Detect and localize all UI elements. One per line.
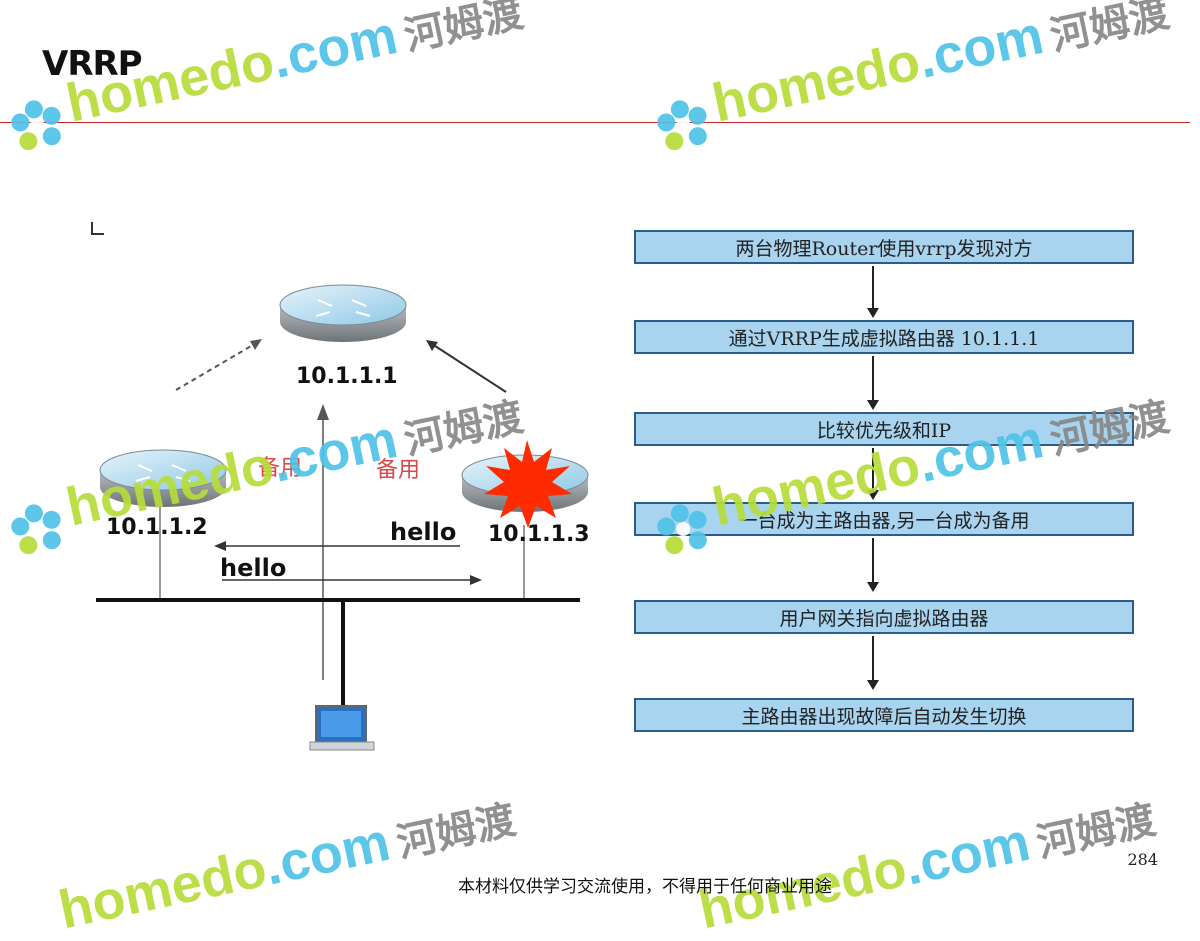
watermark-top-right: homedo.com河姆渡	[646, 0, 1176, 158]
slide-title: VRRP	[42, 44, 143, 84]
solid-arrow-right	[431, 343, 507, 393]
footer-notice: 本材料仅供学习交流使用，不得用于任何商业用途	[458, 877, 832, 897]
page-number: 284	[1127, 850, 1158, 869]
flow-arrow-3	[867, 448, 879, 500]
flow-step-5: 用户网关指向虚拟路由器	[634, 600, 1134, 634]
flow-step-4: 一台成为主路由器,另一台成为备用	[634, 502, 1134, 536]
corner-mark	[91, 222, 104, 235]
flower-logo-icon	[11, 100, 61, 150]
flower-logo-icon	[657, 100, 707, 150]
router-left-icon	[99, 449, 227, 507]
pc-icon	[309, 705, 375, 751]
router-right-ip: 10.1.1.3	[488, 522, 590, 547]
flow-step-2: 通过VRRP生成虚拟路由器 10.1.1.1	[634, 320, 1134, 354]
virtual-router-ip: 10.1.1.1	[296, 364, 398, 389]
vrrp-network-diagram	[91, 222, 589, 751]
flow-step-3: 比较优先级和IP	[634, 412, 1134, 446]
flow-arrow-4	[867, 538, 879, 592]
dashed-arrow-left	[175, 341, 259, 391]
title-rule	[0, 122, 1190, 123]
flow-arrow-2	[867, 356, 879, 410]
hello-label-top: hello	[390, 518, 457, 546]
flower-logo-icon	[657, 504, 707, 554]
virtual-router-icon	[279, 284, 407, 342]
watermark-mid-right: homedo.com河姆渡	[646, 381, 1176, 562]
flower-logo-icon	[11, 504, 61, 554]
flow-step-6: 主路由器出现故障后自动发生切换	[634, 698, 1134, 732]
watermark-mid-left: homedo.com河姆渡	[0, 381, 530, 562]
vrrp-flowchart: 两台物理Router使用vrrp发现对方 通过VRRP生成虚拟路由器 10.1.…	[628, 218, 1148, 738]
watermark-top-left: homedo.com河姆渡	[0, 0, 530, 158]
flow-arrow-1	[867, 266, 879, 318]
router-right-role: 备用	[376, 458, 421, 483]
flow-arrow-5	[867, 636, 879, 690]
router-left-ip: 10.1.1.2	[106, 515, 208, 540]
router-left-role: 备用	[258, 456, 303, 481]
hello-label-bottom: hello	[220, 554, 287, 582]
flow-step-1: 两台物理Router使用vrrp发现对方	[634, 230, 1134, 264]
failure-burst-icon	[484, 440, 572, 528]
